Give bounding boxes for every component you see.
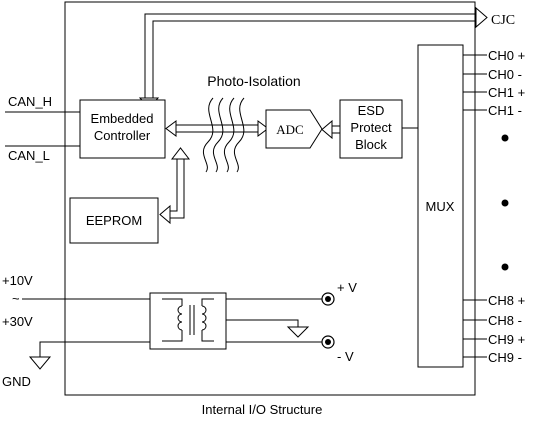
plus-v-label: + V bbox=[337, 280, 357, 295]
channel-label-ch9-minus: CH9 - bbox=[488, 350, 522, 365]
supply-high-label: +10V bbox=[2, 273, 33, 288]
plus-v-terminal bbox=[321, 292, 335, 306]
channel-label-ch8-plus: CH8 + bbox=[488, 293, 525, 308]
can-h-label: CAN_H bbox=[8, 94, 52, 109]
ellipsis-dot-1 bbox=[501, 134, 509, 142]
esd-label-line3: Block bbox=[355, 137, 387, 152]
channel-label-ch1-minus: CH1 - bbox=[488, 103, 522, 118]
esd-label-line2: Protect bbox=[350, 120, 392, 135]
eeprom-bus-arrow-left bbox=[159, 204, 171, 225]
adc-label: ADC bbox=[276, 122, 303, 137]
bus-arrow-right bbox=[257, 120, 269, 137]
supply-line-bottom bbox=[39, 341, 150, 357]
can-l-label: CAN_L bbox=[8, 148, 50, 163]
gnd-symbol bbox=[28, 356, 52, 370]
channel-label-ch0-plus: CH0 + bbox=[488, 48, 525, 63]
mux-block bbox=[417, 44, 464, 368]
channel-label-ch1-plus: CH1 + bbox=[488, 85, 525, 100]
diagram-caption: Internal I/O Structure bbox=[202, 402, 323, 417]
eeprom-label: EEPROM bbox=[86, 213, 142, 228]
minus-v-label: - V bbox=[337, 349, 354, 364]
cjc-label: CJC bbox=[491, 13, 515, 28]
photo-isolation-waves bbox=[202, 97, 245, 173]
module-border bbox=[64, 1, 476, 396]
supply-tilde-label: ~ bbox=[12, 291, 20, 306]
isolated-ground-line bbox=[226, 319, 299, 327]
esd-adc-arrow bbox=[321, 119, 333, 140]
controller-label-line1: Embedded bbox=[91, 111, 154, 126]
controller-eeprom-bus bbox=[170, 159, 185, 219]
channel-label-ch8-minus: CH8 - bbox=[488, 313, 522, 328]
minus-v-terminal bbox=[321, 335, 335, 349]
bus-arrow-left bbox=[165, 120, 177, 137]
photo-isolation-label: Photo-Isolation bbox=[207, 73, 300, 89]
eeprom-block bbox=[69, 197, 159, 244]
eeprom-bus-arrow-up bbox=[170, 147, 191, 160]
dc-dc-converter-block bbox=[149, 292, 227, 350]
transformer-coils bbox=[162, 298, 214, 342]
gnd-label: GND bbox=[2, 374, 31, 389]
channel-label-ch0-minus: CH0 - bbox=[488, 67, 522, 82]
embedded-controller-block bbox=[79, 99, 166, 159]
mux-label: MUX bbox=[426, 199, 455, 214]
ellipsis-dot-3 bbox=[501, 263, 509, 271]
channel-label-ch9-plus: CH9 + bbox=[488, 332, 525, 347]
adc-block bbox=[265, 109, 323, 149]
esd-protect-block bbox=[339, 99, 403, 159]
supply-low-label: +30V bbox=[2, 314, 33, 329]
controller-adc-bus bbox=[176, 124, 258, 133]
isolated-ground-symbol bbox=[286, 326, 310, 338]
controller-label-line2: Controller bbox=[94, 128, 151, 143]
ellipsis-dot-2 bbox=[501, 199, 509, 207]
cjc-arrow bbox=[144, 6, 488, 98]
esd-label-line1: ESD bbox=[358, 103, 385, 118]
